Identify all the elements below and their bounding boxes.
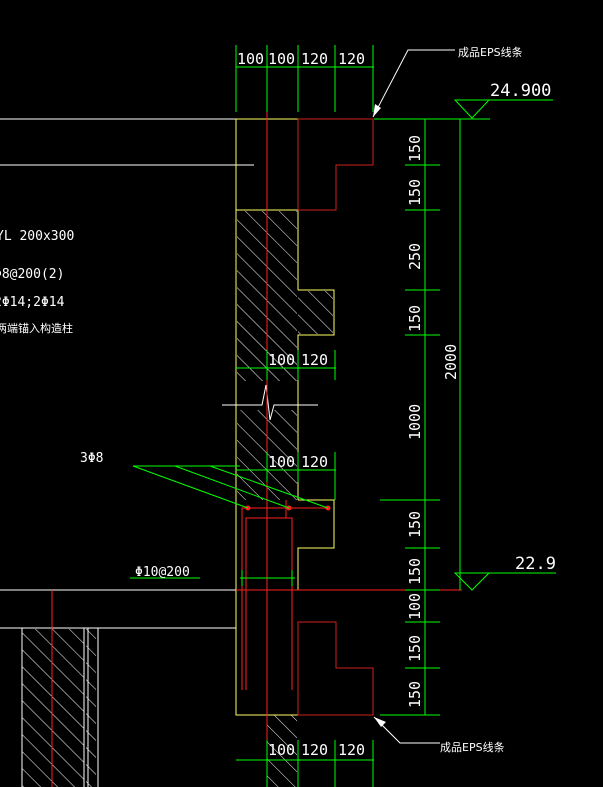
dim-v-10: 150 xyxy=(406,681,424,708)
dim-mid1-1: 100 xyxy=(268,351,295,369)
wall-hatch xyxy=(21,211,333,787)
dim-v-6: 150 xyxy=(406,511,424,538)
break-line xyxy=(222,384,318,421)
level-top: 24.900 xyxy=(490,81,551,101)
dim-v-7: 150 xyxy=(406,558,424,585)
eps-top-label: 成品EPS线条 xyxy=(458,45,523,59)
dim-v-4: 150 xyxy=(406,305,424,332)
main-bars-label: 2Φ14;2Φ14 xyxy=(0,295,65,310)
eps-profile-top xyxy=(297,118,374,211)
level-bottom: 22.9 xyxy=(515,554,556,574)
dim-top-3: 120 xyxy=(301,50,328,68)
dim-v-9: 150 xyxy=(406,635,424,662)
dim-v-5: 1000 xyxy=(406,404,424,440)
eps-leaders xyxy=(372,49,455,744)
eps-profile-bottom xyxy=(297,621,374,716)
dimension-lines xyxy=(130,45,556,787)
dim-mid2-2: 120 xyxy=(301,453,328,471)
dim-top-2: 100 xyxy=(268,50,295,68)
rebar-3-label: 3Φ8 xyxy=(80,451,103,466)
dim-mid2-1: 100 xyxy=(268,453,295,471)
dim-bot-1: 100 xyxy=(268,741,295,759)
dim-mid1-2: 120 xyxy=(301,351,328,369)
dim-overall: 2000 xyxy=(442,344,460,380)
dim-v-1: 150 xyxy=(406,135,424,162)
dim-v-2: 150 xyxy=(406,179,424,206)
dim-top-4: 120 xyxy=(338,50,365,68)
rebar-10-label: Φ10@200 xyxy=(135,565,190,580)
stirrup-label: Φ8@200(2) xyxy=(0,267,64,282)
dim-bot-3: 120 xyxy=(338,741,365,759)
eps-bottom-label: 成品EPS线条 xyxy=(440,740,505,754)
dim-bot-2: 120 xyxy=(301,741,328,759)
beam-outline xyxy=(0,118,254,629)
dim-top-1: 100 xyxy=(237,50,264,68)
beam-name: YL 200x300 xyxy=(0,229,74,244)
dim-v-3: 250 xyxy=(406,243,424,270)
anchor-note: 两端锚入构造柱 xyxy=(0,321,73,335)
dim-v-8: 100 xyxy=(406,593,424,620)
